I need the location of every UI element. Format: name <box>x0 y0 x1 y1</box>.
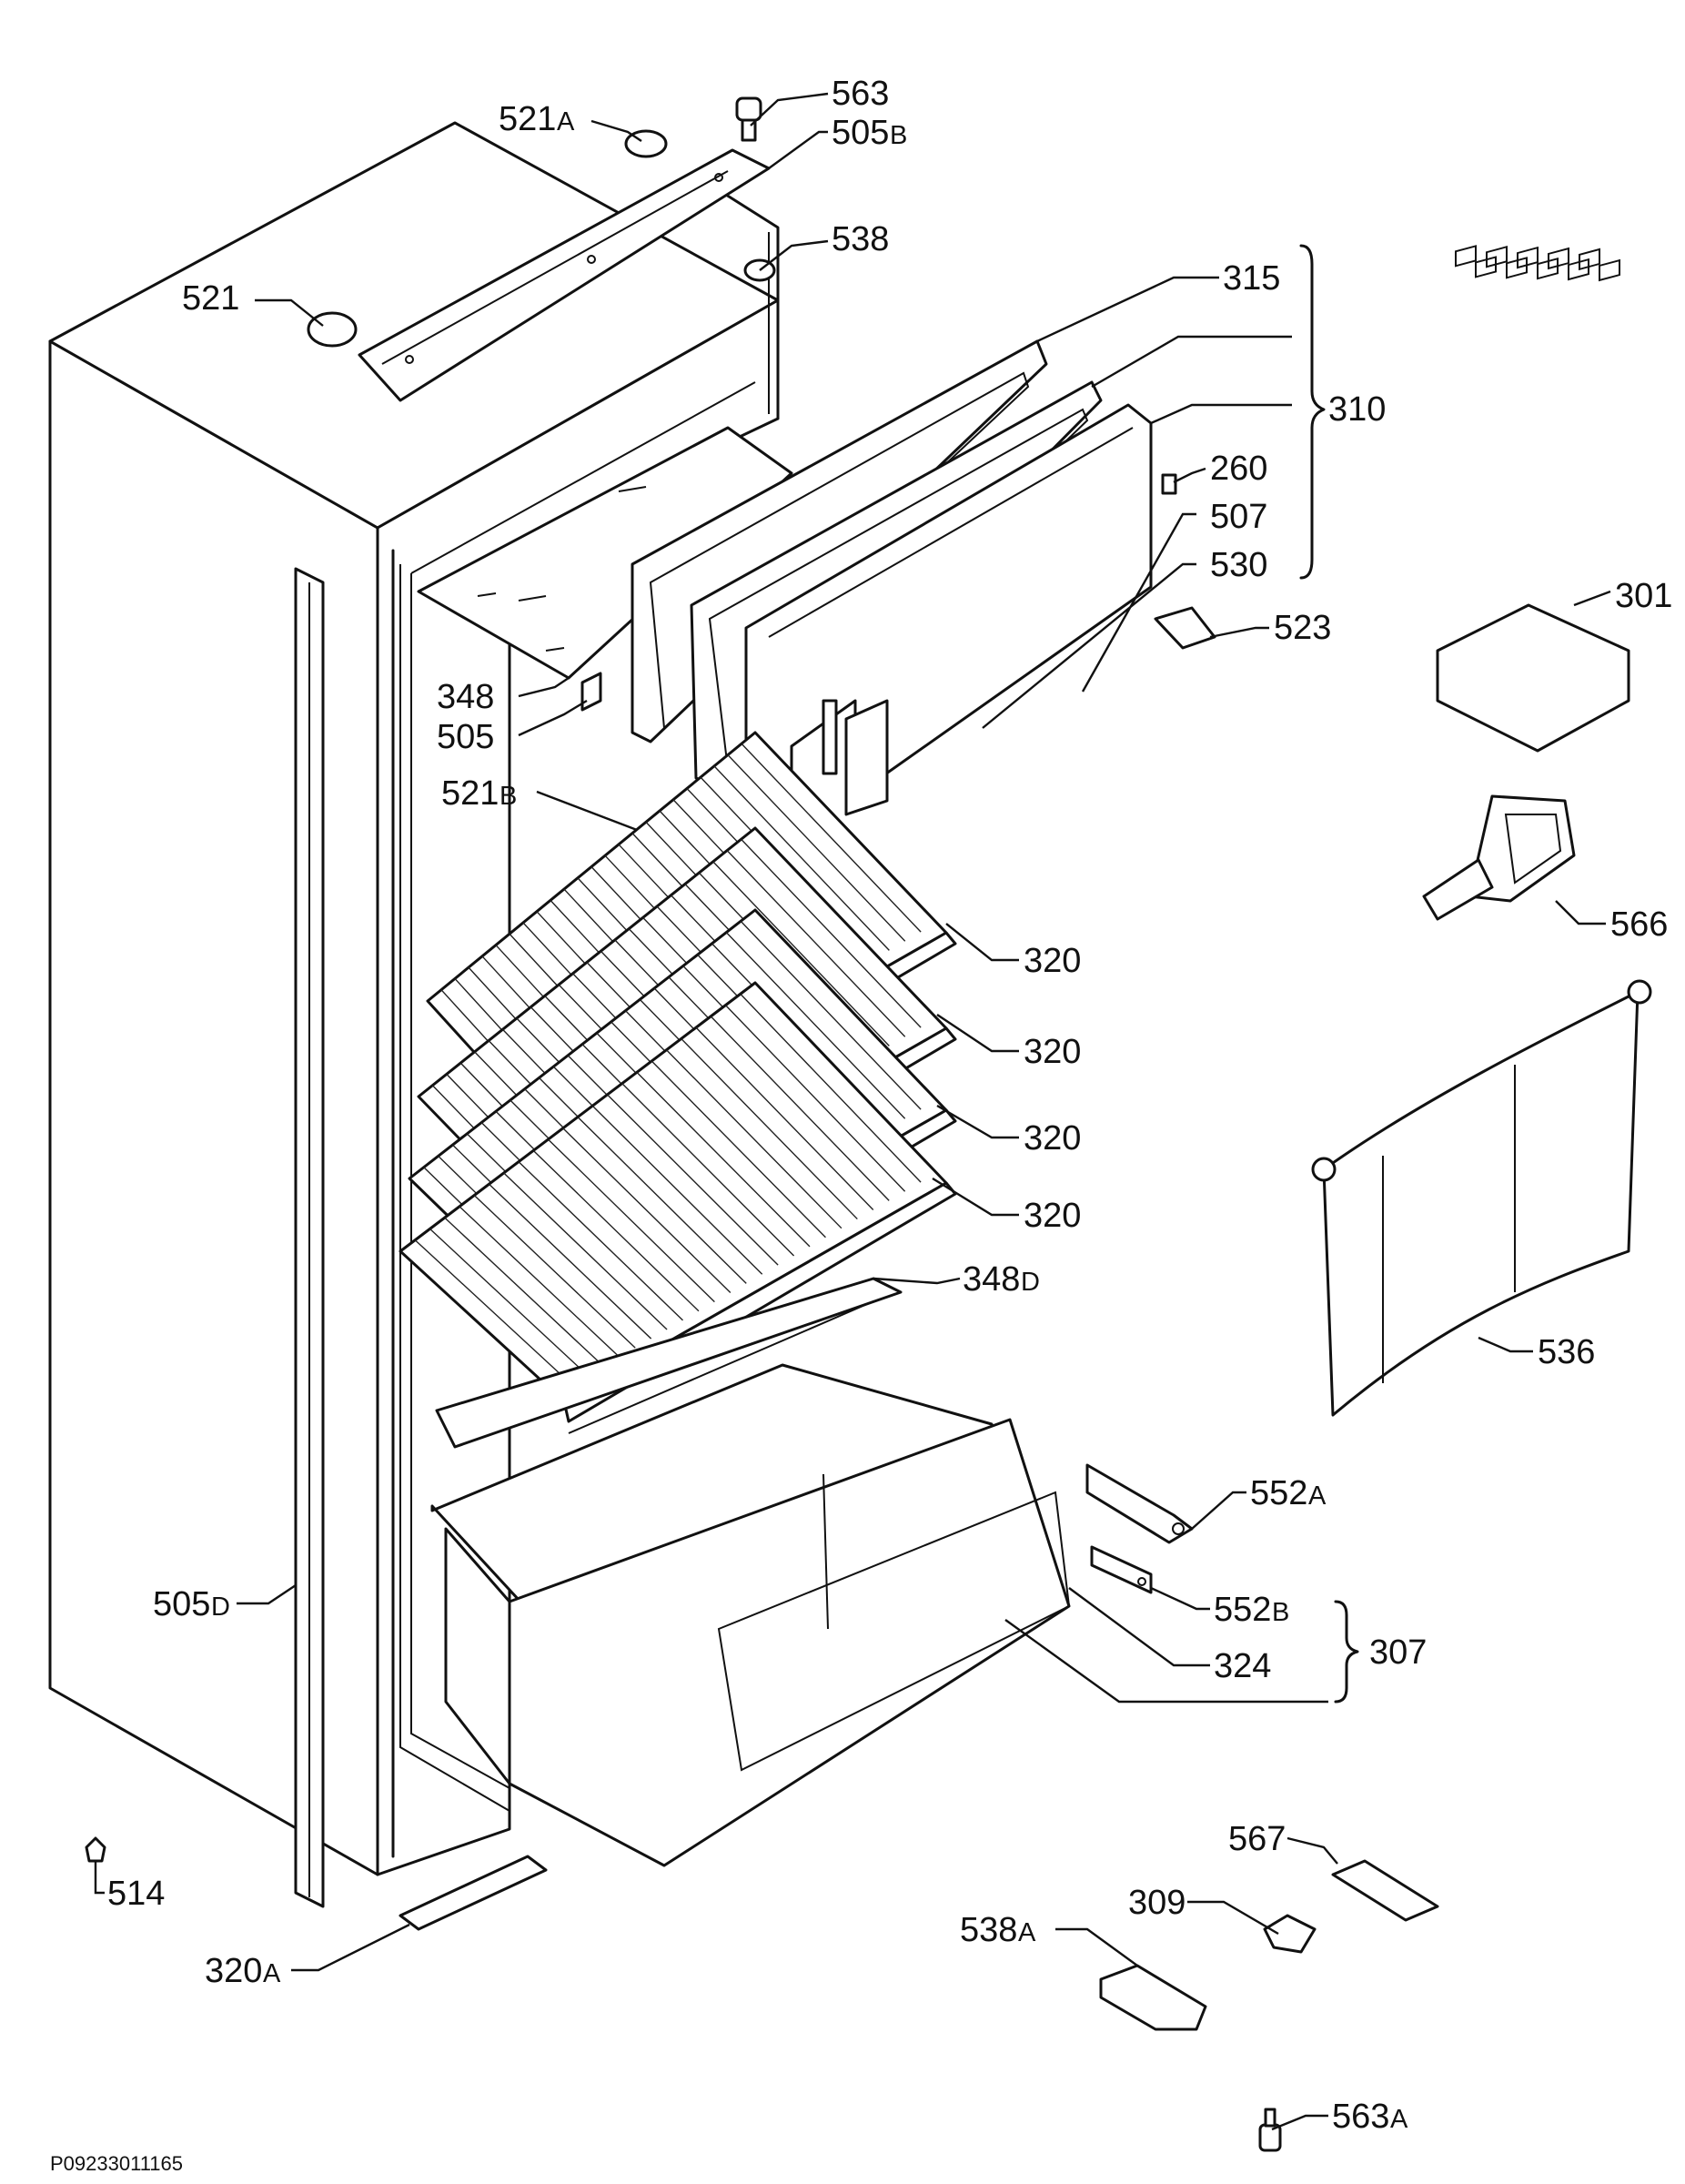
ice-tray <box>1436 245 1630 753</box>
label-538a-suffix: A <box>1018 1918 1036 1947</box>
ice-scraper <box>1422 794 1576 921</box>
label-320-3: 320 <box>1024 1119 1081 1158</box>
top-small-parts <box>307 96 776 348</box>
label-563a-suffix: A <box>1390 2105 1408 2134</box>
label-320-2: 320 <box>1024 1033 1081 1071</box>
callout-labels: 563 521 A 505 B 538 521 315 310 260 507 … <box>107 75 1672 2136</box>
crisper-drawer <box>430 1363 1071 1867</box>
door-gasket-505d <box>294 567 325 1908</box>
label-552b: 552 <box>1214 1591 1271 1629</box>
glass-shelf-348 <box>417 426 793 712</box>
label-567: 567 <box>1228 1820 1286 1858</box>
label-310: 310 <box>1328 390 1386 429</box>
label-505b-suffix: B <box>890 121 907 150</box>
label-324: 324 <box>1214 1647 1271 1685</box>
label-505d-suffix: D <box>211 1592 230 1622</box>
label-320-4: 320 <box>1024 1197 1081 1235</box>
drawer-rails <box>1085 1463 1194 1594</box>
label-505: 505 <box>437 718 494 756</box>
crisper-cover-shelf <box>435 1277 903 1449</box>
label-348d-suffix: D <box>1021 1268 1040 1297</box>
group-brackets <box>1299 244 1359 1704</box>
label-552a: 552 <box>1250 1474 1307 1512</box>
label-514: 514 <box>107 1875 165 1913</box>
label-566: 566 <box>1610 905 1668 944</box>
label-505b: 505 <box>832 114 889 152</box>
label-307: 307 <box>1369 1633 1427 1672</box>
label-521a: 521 <box>499 100 556 138</box>
label-521b-suffix: B <box>499 782 517 811</box>
label-348: 348 <box>437 678 494 716</box>
label-552b-suffix: B <box>1272 1598 1289 1627</box>
label-538a: 538 <box>960 1911 1017 1949</box>
label-505d: 505 <box>153 1585 210 1623</box>
label-309: 309 <box>1128 1884 1186 1922</box>
bottom-small-parts <box>85 1836 1439 2152</box>
label-315: 315 <box>1223 259 1280 298</box>
label-521b: 521 <box>441 774 499 813</box>
clip-parts <box>1154 473 1216 650</box>
label-563a: 563 <box>1332 2098 1389 2136</box>
label-538: 538 <box>832 220 889 258</box>
label-521: 521 <box>182 279 239 318</box>
label-320-1: 320 <box>1024 942 1081 980</box>
door-shelf-cover <box>1311 979 1652 1417</box>
drawing-code: P09233011165 <box>50 2152 183 2175</box>
label-563: 563 <box>832 75 889 113</box>
label-320a-suffix: A <box>263 1959 281 1988</box>
label-320a: 320 <box>205 1952 262 1990</box>
label-507: 507 <box>1210 498 1267 536</box>
wire-shelves <box>399 731 957 1423</box>
label-552a-suffix: A <box>1308 1481 1327 1511</box>
freezer-door-assembly <box>631 339 1153 816</box>
label-536: 536 <box>1538 1333 1595 1371</box>
label-521a-suffix: A <box>557 107 575 136</box>
label-348d: 348 <box>963 1260 1020 1299</box>
label-301: 301 <box>1615 577 1672 615</box>
leader-lines <box>94 92 1611 2131</box>
label-523: 523 <box>1274 609 1331 647</box>
label-260: 260 <box>1210 450 1267 488</box>
label-530: 530 <box>1210 546 1267 584</box>
